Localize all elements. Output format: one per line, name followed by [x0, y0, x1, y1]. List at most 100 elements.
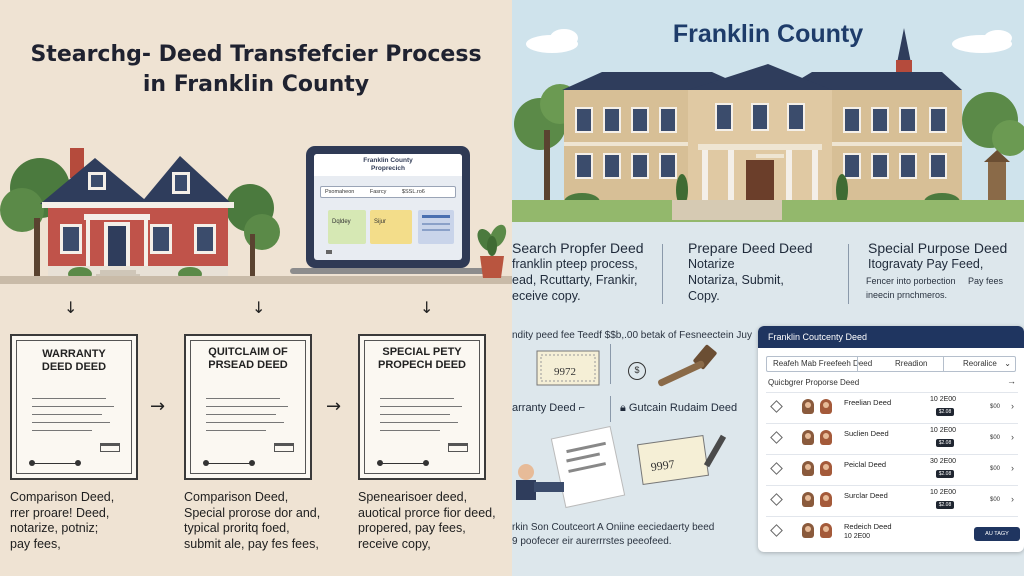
deed-ticket-icon: 9972: [536, 350, 600, 386]
special-deed-card[interactable]: Special Pety Propech Deed: [358, 334, 486, 480]
avatar: [820, 399, 832, 414]
step-line: Notarize: [688, 257, 735, 271]
quitclaim-deed-card[interactable]: Quitclaim of Prsead Deed: [184, 334, 312, 480]
diamond-icon: [770, 524, 783, 537]
row-price-tag: $2.08: [936, 501, 954, 509]
left-title-line2: in Franklin County: [142, 72, 370, 97]
row-price-tag: $2.08: [936, 408, 954, 416]
caption-line: pay fees,: [10, 536, 61, 551]
avatar: [802, 523, 814, 538]
deed-signature-line: [377, 460, 429, 466]
panel-filter-bar[interactable]: Reafeh Mab Freefeeh Deed Rreadion Reoral…: [766, 356, 1016, 372]
special-note: Pay fees: [968, 276, 1004, 286]
row-value: 10 2E00: [930, 427, 957, 434]
tablet-stand: [290, 268, 486, 274]
tablet-card-label: Sijur: [374, 219, 387, 225]
caption-line: auotical prorce fior deed,: [358, 505, 496, 520]
divider: [662, 244, 663, 304]
tablet-card-green[interactable]: Dqldey: [328, 210, 366, 244]
quitclaim-label-row: 🔒︎ Gutcain Rudaim Deed: [620, 402, 737, 415]
arrow-down-icon: ↓: [64, 298, 78, 317]
divider: [610, 396, 611, 422]
table-row[interactable]: Peiclal Deed 30 2E00 $2.08 $00 ›: [766, 454, 1018, 482]
step-title: Special Purpose Deed: [868, 240, 1008, 256]
deed-seal-icon: [274, 443, 294, 452]
deed-search-panel: Franklin Coutcenty Deed Reafeh Mab Freef…: [758, 326, 1024, 552]
table-row[interactable]: Surclar Deed 10 2E00 $2.08 $00 ›: [766, 485, 1018, 513]
avatar: [820, 461, 832, 476]
caption-line: rrer proare! Deed,: [10, 505, 110, 520]
tablet-bar-item: Psomaheon: [325, 189, 355, 195]
filter-item[interactable]: Reoralice: [963, 359, 997, 368]
deed-signature-line: [203, 460, 255, 466]
warranty-caption: Comparison Deed, rrer proare! Deed, nota…: [10, 490, 114, 552]
tablet-header-line2: Proprecich: [371, 165, 405, 172]
diamond-icon: [770, 493, 783, 506]
step-special: Special Purpose Deed Itogravaty Pay Feed…: [868, 240, 1007, 272]
chevron-down-icon: ⌄: [1004, 359, 1011, 368]
deed-text-line: [206, 406, 288, 407]
warranty-label-row: arranty Deed ⌐: [512, 402, 586, 414]
avatar: [802, 461, 814, 476]
deed-text-line: [32, 430, 92, 431]
tablet-footer-mark: [326, 250, 332, 254]
avatar: [820, 523, 832, 538]
ground-strip: [0, 276, 512, 284]
divider: [610, 344, 611, 384]
step-title: Search Propfer Deed: [512, 240, 644, 256]
filter-item[interactable]: Reafeh Mab Freefeeh Deed: [773, 359, 873, 368]
chevron-right-icon: ›: [1011, 432, 1014, 442]
table-row[interactable]: Freelian Deed 10 2E00 $2.08 $00 ›: [766, 392, 1018, 420]
deed-title: Warranty Deed Deed: [41, 348, 107, 373]
quitclaim-caption: Comparison Deed, Special prorose dor and…: [184, 490, 320, 552]
special-note: ineecin prnchmeros.: [866, 290, 948, 300]
diamond-icon: [770, 462, 783, 475]
tablet-search-bar[interactable]: Psomaheon Fasrcy $SSL.ro6: [320, 186, 456, 198]
caption-line: Comparison Deed,: [184, 490, 289, 504]
clouds-illustration: [526, 29, 1012, 53]
left-title: Stearchg- Deed Transfefcier Process in F…: [0, 40, 512, 100]
arrow-right-icon[interactable]: →: [1007, 376, 1016, 386]
avatar: [802, 492, 814, 507]
deed-text-line: [206, 430, 266, 431]
caption-line: submit ale, pay fes fees,: [184, 536, 319, 551]
filter-item[interactable]: Rreadion: [895, 359, 928, 368]
left-panel: Stearchg- Deed Transfefcier Process in F…: [0, 40, 512, 552]
avatar: [820, 430, 832, 445]
chevron-right-icon: ›: [1011, 463, 1014, 473]
apply-button[interactable]: AU TAGY: [974, 527, 1020, 541]
ticket-number: 9997: [650, 457, 676, 474]
caption-line: notarize, potniz;: [10, 521, 99, 535]
warranty-deed-card[interactable]: Warranty Deed Deed: [10, 334, 138, 480]
arrow-right-icon: →: [150, 396, 166, 417]
tablet-card-yellow[interactable]: Sijur: [370, 210, 412, 244]
deed-text-line: [206, 422, 284, 423]
step-line: franklin pteep process,: [512, 257, 638, 271]
tablet-card-line: [422, 223, 450, 225]
arrow-right-icon: →: [326, 396, 342, 417]
tablet-bar-item: $SSL.ro6: [401, 189, 425, 195]
tablet-header: Franklin County Proprecich: [314, 154, 462, 176]
deed-title: Quitclaim of Prsead Deed: [208, 346, 288, 371]
deed-seal-icon: [100, 443, 120, 452]
walkway: [672, 200, 782, 220]
caption-line: receive copy,: [358, 536, 431, 551]
step-line: Itogravaty Pay Feed,: [868, 257, 984, 271]
row-extra: $00: [990, 404, 1001, 410]
row-extra: $00: [990, 466, 1001, 472]
tablet-bar-item: Fasrcy: [369, 189, 387, 195]
lock-icon: 🔒︎: [620, 402, 626, 414]
deed-text-line: [206, 398, 280, 399]
tablet-card-blue[interactable]: [418, 210, 454, 244]
table-row[interactable]: Redeich Deed 10 2E00: [766, 516, 1018, 544]
row-name: Peiclal Deed: [844, 460, 887, 469]
tablet-card-label: Dqldey: [332, 219, 351, 225]
deed-signature-line: [29, 460, 81, 466]
bottom-note: rkin Son Coutceort A Oniine eeciedaerty …: [512, 522, 715, 533]
caption-line: Special prorose dor and,: [184, 505, 321, 520]
table-row[interactable]: Suclien Deed 10 2E00 $2.08 $00 ›: [766, 423, 1018, 451]
row-extra: $00: [990, 435, 1001, 441]
fee-note: ndity peed fee Teedf $$b,.00 betak of Fe…: [512, 330, 752, 341]
chevron-right-icon: ›: [1011, 494, 1014, 504]
quitclaim-label: Gutcain Rudaim Deed: [628, 402, 738, 414]
